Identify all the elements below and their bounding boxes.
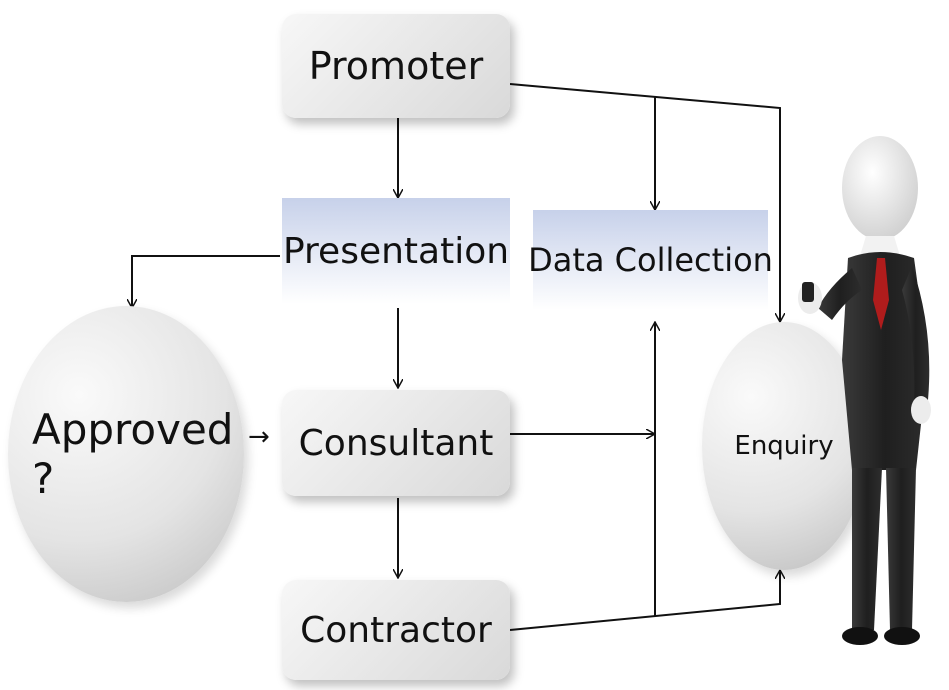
- promoter-label: Promoter: [308, 44, 484, 88]
- approved-circle: Approved ?: [8, 306, 244, 602]
- data-collection-box: Data Collection: [528, 210, 773, 310]
- promoter-box: Promoter: [282, 14, 510, 118]
- data-collection-label: Data Collection: [528, 241, 773, 279]
- contractor-box: Contractor: [282, 580, 510, 680]
- consultant-box: Consultant: [282, 390, 510, 496]
- presentation-label: Presentation: [282, 230, 510, 272]
- approved-label: Approved ?: [32, 405, 234, 503]
- arrow-presentation-approved: [132, 255, 280, 308]
- enquiry-label: Enquiry: [734, 431, 834, 461]
- presentation-box: Presentation: [282, 198, 510, 304]
- enquiry-circle: Enquiry: [702, 322, 866, 570]
- consultant-label: Consultant: [298, 422, 494, 464]
- approved-to-consultant-arrow: →: [248, 422, 270, 452]
- contractor-label: Contractor: [300, 609, 492, 651]
- arrow-promoter-enquiry: [509, 83, 780, 322]
- arrow-contractor-enquiry: [509, 570, 780, 631]
